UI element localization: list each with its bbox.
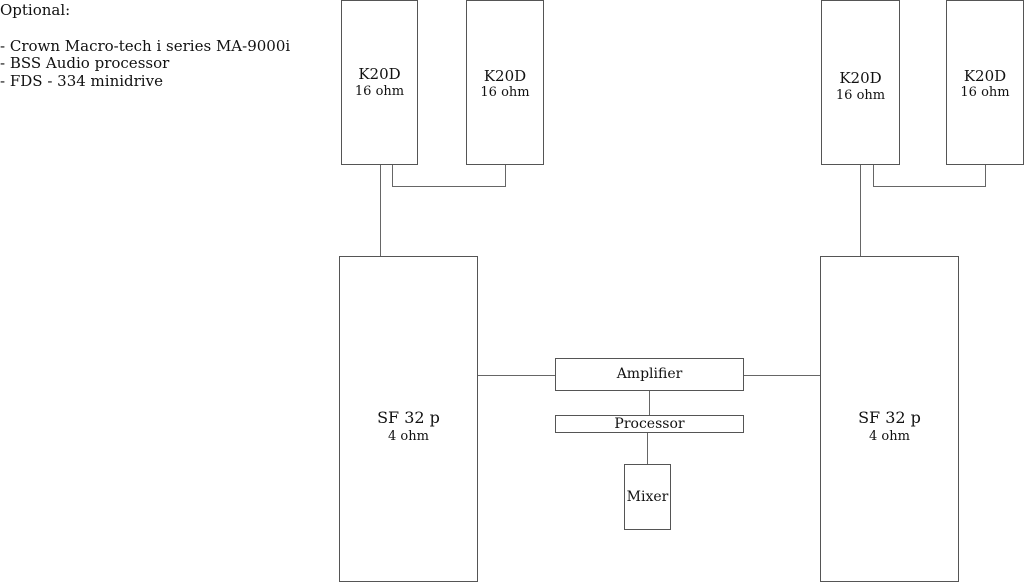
amplifier-label: Amplifier bbox=[616, 366, 683, 382]
speaker-impedance: 16 ohm bbox=[354, 84, 405, 99]
subwoofer-impedance: 4 ohm bbox=[869, 429, 910, 444]
wire-right-k20d-link bbox=[873, 164, 986, 187]
processor-label: Processor bbox=[614, 416, 685, 432]
speaker-name: K20D bbox=[483, 67, 527, 85]
amplifier-box: Amplifier bbox=[555, 358, 744, 391]
notes-title: Optional: bbox=[0, 1, 71, 19]
speaker-k20d-left-outer: K20D 16 ohm bbox=[341, 0, 418, 165]
speaker-name: K20D bbox=[963, 67, 1007, 85]
speaker-k20d-right-inner: K20D 16 ohm bbox=[821, 0, 900, 165]
speaker-k20d-right-outer: K20D 16 ohm bbox=[946, 0, 1024, 165]
speaker-name: K20D bbox=[358, 65, 401, 83]
wire-left-k20d-link bbox=[392, 164, 506, 187]
notes-item: - BSS Audio processor bbox=[0, 54, 170, 73]
speaker-impedance: 16 ohm bbox=[960, 85, 1010, 100]
speaker-impedance: 16 ohm bbox=[480, 85, 530, 100]
subwoofer-impedance: 4 ohm bbox=[388, 429, 429, 444]
subwoofer-name: SF 32 p bbox=[377, 408, 440, 427]
subwoofer-left: SF 32 p 4 ohm bbox=[339, 256, 478, 582]
processor-box: Processor bbox=[555, 415, 744, 433]
speaker-k20d-left-inner: K20D 16 ohm bbox=[466, 0, 544, 165]
subwoofer-right: SF 32 p 4 ohm bbox=[820, 256, 959, 582]
notes-list: - Crown Macro-tech i series MA-9000i - B… bbox=[0, 36, 300, 91]
notes-item: - FDS - 334 minidrive bbox=[0, 71, 163, 90]
subwoofer-name: SF 32 p bbox=[858, 408, 921, 427]
speaker-name: K20D bbox=[839, 69, 882, 87]
speaker-impedance: 16 ohm bbox=[835, 88, 886, 103]
optional-notes: Optional: - Crown Macro-tech i series MA… bbox=[0, 1, 300, 91]
notes-item: - Crown Macro-tech i series MA-9000i bbox=[0, 36, 291, 55]
mixer-box: Mixer bbox=[624, 464, 671, 530]
mixer-label: Mixer bbox=[626, 489, 669, 505]
